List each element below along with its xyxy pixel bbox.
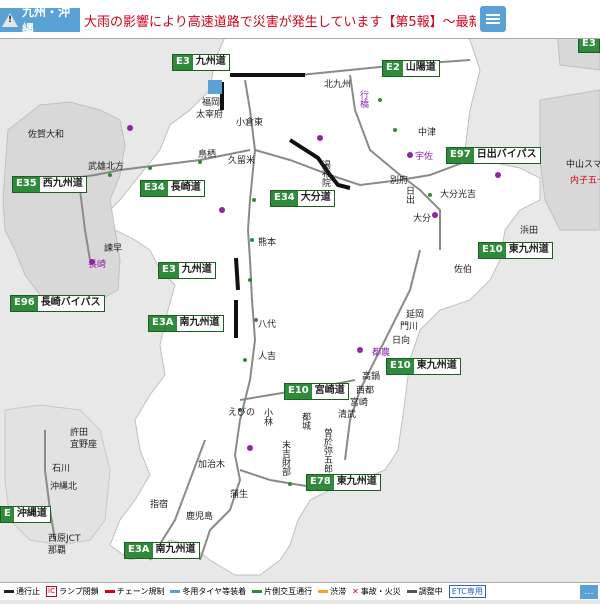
place-kagoshima[interactable]: 鹿児島: [186, 512, 214, 522]
top-bar: ! 九州・沖縄 大雨の影響により高速道路で災害が発生しています【第5報】～最新の…: [0, 0, 600, 39]
place-hama[interactable]: 浜田: [520, 226, 539, 236]
place-hamaguri[interactable]: 蒲生: [230, 490, 249, 500]
place-nishihara[interactable]: 西原JCT: [48, 534, 81, 544]
place-kokura[interactable]: 小倉東: [236, 118, 264, 128]
place-ginoza[interactable]: 宜野座: [70, 440, 98, 450]
place-nakatsu[interactable]: 中津: [418, 128, 437, 138]
place-beppu[interactable]: 別府: [390, 176, 409, 186]
route-shield-e3-right[interactable]: E3: [578, 36, 600, 53]
warning-icon: !: [2, 13, 18, 27]
legend-more-button[interactable]: …: [580, 584, 598, 599]
region-selector-button[interactable]: ! 九州・沖縄: [0, 5, 80, 36]
legend-chain: チェーン規制: [104, 586, 164, 597]
region-label: 九州・沖縄: [22, 5, 71, 36]
place-soo[interactable]: 曽於弥五郎: [322, 428, 332, 473]
legend-winter-tire: 冬用タイヤ等装着: [170, 586, 246, 597]
place-hitoyoshi[interactable]: 人吉: [258, 352, 277, 362]
place-kobayashi[interactable]: 小林: [262, 408, 272, 426]
place-okinawa-kita[interactable]: 沖縄北: [50, 482, 78, 492]
place-saga[interactable]: 佐賀大和: [28, 130, 65, 140]
place-fukuoka[interactable]: 福岡: [202, 98, 221, 108]
legend-closed: 通行止: [4, 586, 40, 597]
place-kajiki[interactable]: 加治木: [198, 460, 226, 470]
place-oita-rinkai[interactable]: 大分光吉: [440, 190, 477, 200]
place-saito[interactable]: 西都: [356, 386, 375, 396]
place-ishikawa[interactable]: 石川: [52, 464, 71, 474]
place-kiyotake[interactable]: 清武: [338, 410, 357, 420]
place-nakayama[interactable]: 中山スマート: [566, 160, 600, 170]
news-ticker[interactable]: 大雨の影響により高速道路で災害が発生しています【第5報】～最新の交通状況をご: [84, 15, 476, 30]
place-isahaya[interactable]: 諫早: [104, 244, 123, 254]
legend-congestion: 渋滞: [318, 586, 346, 597]
place-dazaifu[interactable]: 太宰府: [196, 110, 224, 120]
place-sueyoshi[interactable]: 末吉財部: [280, 440, 290, 476]
legend-adjusting: 調整中: [406, 586, 443, 597]
place-hyuga[interactable]: 日向: [392, 336, 411, 346]
legend-alternating: 片側交互通行: [252, 586, 312, 597]
place-takanabe[interactable]: 高鍋: [362, 372, 381, 382]
place-ebino[interactable]: えびの: [228, 408, 256, 418]
place-takeo[interactable]: 武雄北方: [88, 162, 125, 172]
place-kurume[interactable]: 久留米: [228, 156, 256, 166]
place-tsuno[interactable]: 都農: [372, 348, 391, 358]
accident-icon: ✕: [352, 587, 359, 596]
place-hiji[interactable]: 日出: [404, 186, 414, 204]
place-tosu[interactable]: 鳥栖: [198, 150, 217, 160]
place-oita[interactable]: 大分: [413, 214, 432, 224]
place-usa[interactable]: 宇佐: [415, 152, 434, 162]
place-naha[interactable]: 那覇: [48, 546, 67, 556]
place-nobeoka[interactable]: 延岡: [406, 310, 425, 320]
place-kadogawa[interactable]: 門川: [400, 322, 419, 332]
place-nagasaki[interactable]: 長崎: [88, 260, 107, 270]
hamburger-menu-icon[interactable]: [480, 6, 506, 32]
place-miyazaki[interactable]: 宮崎: [350, 398, 369, 408]
legend-accident: ✕事故・火災: [352, 587, 401, 596]
place-kumamoto[interactable]: 熊本: [258, 238, 277, 248]
place-yukuhashi[interactable]: 行橋: [358, 90, 368, 108]
place-miyakonojo[interactable]: 都城: [300, 412, 310, 430]
place-kitakyushu[interactable]: 北九州: [324, 80, 352, 90]
legend-etc-only: ETC専用: [448, 585, 486, 598]
place-saiki[interactable]: 佐伯: [454, 265, 473, 275]
place-yatsushiro[interactable]: 八代: [258, 320, 277, 330]
place-ibusuki[interactable]: 指宿: [150, 500, 169, 510]
place-yufuin[interactable]: 湯布院: [320, 160, 330, 187]
place-kyoda[interactable]: 許田: [70, 428, 89, 438]
place-naiko[interactable]: 内子五十崎: [570, 176, 600, 186]
